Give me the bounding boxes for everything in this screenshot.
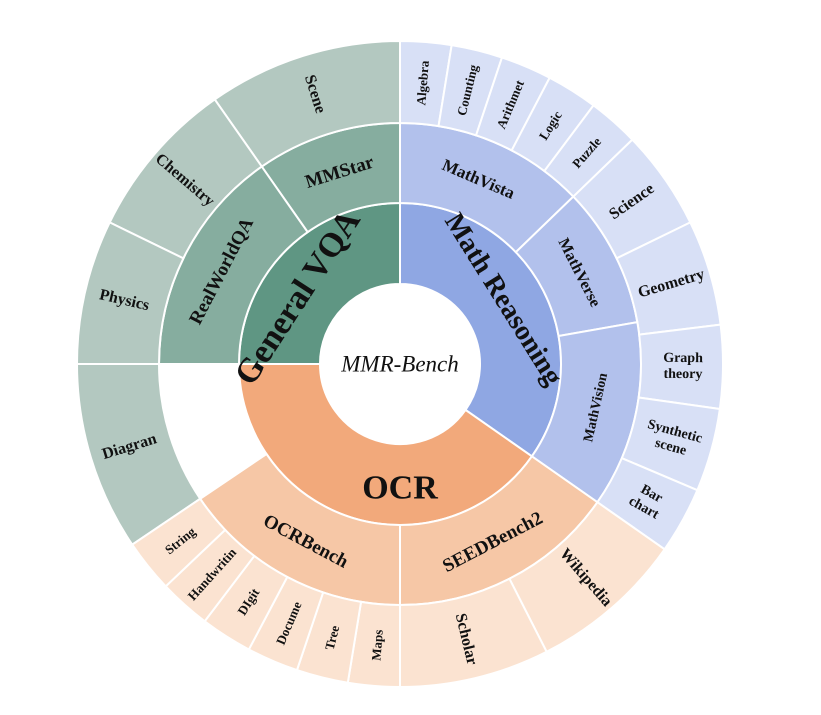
center-label: MMR-Bench <box>340 352 459 377</box>
task-wedge-physics <box>75 221 185 365</box>
wedges-layer <box>75 39 724 689</box>
task-wedge-diagran <box>75 363 202 547</box>
task-wedge-string <box>130 497 227 588</box>
task-label-maps: Maps <box>368 629 385 661</box>
center-hole <box>320 284 480 444</box>
task-label-algebra: Algebra <box>413 59 432 105</box>
category-label-ocr: OCR <box>362 470 438 507</box>
task-label-tree: Tree <box>322 624 343 652</box>
